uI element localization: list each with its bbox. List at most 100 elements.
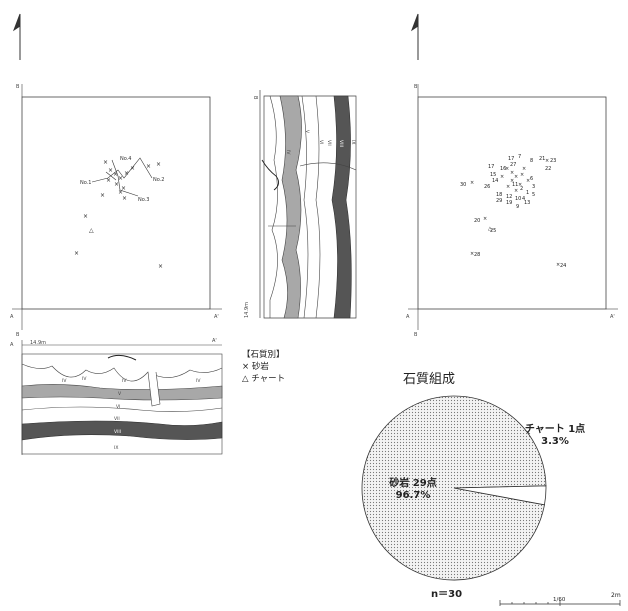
svg-text:△: △ <box>89 227 94 234</box>
legend-item-chert: △ チャート <box>242 373 285 385</box>
pie-chart <box>361 395 547 581</box>
svg-text:×: × <box>510 178 514 184</box>
svg-text:29: 29 <box>496 198 502 204</box>
pie-slice-chert <box>453 485 547 506</box>
plan-right-corner-a-prime: A' <box>610 314 615 320</box>
svg-text:VII: VII <box>114 416 120 422</box>
scale-ratio-label: 1/60 <box>553 597 566 603</box>
legend-label: チャート <box>251 374 286 384</box>
svg-text:×: × <box>518 182 522 188</box>
svg-text:19: 19 <box>506 200 512 206</box>
svg-text:8: 8 <box>530 158 533 164</box>
pie-leader-lines <box>524 429 531 435</box>
svg-text:×: × <box>103 159 108 166</box>
plan-right-corner-top: B <box>414 84 418 90</box>
svg-text:15: 15 <box>490 172 496 178</box>
svg-text:VIII: VIII <box>338 140 344 147</box>
plan-right-corner-a: A <box>406 314 410 320</box>
svg-text:×: × <box>514 188 518 194</box>
svg-text:4: 4 <box>522 196 525 202</box>
svg-text:×: × <box>121 185 126 192</box>
svg-text:11: 11 <box>512 182 518 188</box>
lithology-legend: 【石質別】 × 砂岩 △ チャート <box>242 349 285 385</box>
svg-text:13: 13 <box>524 200 530 206</box>
pie-percent-label: 96.7% <box>395 490 431 501</box>
north-arrow-left-icon <box>12 13 21 60</box>
svg-text:×: × <box>520 172 524 178</box>
svg-text:25: 25 <box>490 228 496 234</box>
plan-left-corner-a-prime: A' <box>214 314 219 320</box>
svg-text:22: 22 <box>545 166 551 172</box>
svg-text:×: × <box>108 167 113 174</box>
svg-text:×: × <box>130 165 135 172</box>
legend-label: 砂岩 <box>251 362 269 372</box>
pie-count-label: チャート 1点 <box>524 424 586 435</box>
svg-text:17: 17 <box>488 164 494 170</box>
refit-label: No.3 <box>138 197 149 203</box>
cross-icon: × <box>242 362 250 372</box>
svg-text:IV: IV <box>285 150 291 155</box>
plan-left-corner-top: B <box>16 84 20 90</box>
svg-text:×: × <box>118 189 123 196</box>
svg-text:×: × <box>470 180 474 186</box>
svg-text:×: × <box>522 166 526 172</box>
scale-end-label: 2m <box>611 592 621 599</box>
svg-text:26: 26 <box>484 184 490 190</box>
svg-text:×: × <box>118 175 123 182</box>
section-b-layer-labels: IV V VI VII VIII IX <box>285 130 356 155</box>
refit-label: No.4 <box>120 156 131 162</box>
svg-text:×: × <box>100 192 105 199</box>
section-a-end-a-prime: A' <box>212 338 217 344</box>
section-a-end-a: A <box>10 342 14 348</box>
svg-text:×: × <box>158 263 163 270</box>
svg-text:×: × <box>510 170 514 176</box>
svg-text:×: × <box>500 174 504 180</box>
svg-text:2: 2 <box>520 186 523 192</box>
svg-text:23: 23 <box>550 158 556 164</box>
svg-text:27: 27 <box>510 162 516 168</box>
svg-text:3: 3 <box>532 184 535 190</box>
section-profile-vertical <box>259 90 357 319</box>
svg-text:VIII: VIII <box>114 429 121 435</box>
plan-left-artifacts: ××× ××× ××× ××× ××△ ××× <box>74 159 163 270</box>
svg-text:14: 14 <box>492 178 498 184</box>
svg-text:×: × <box>545 158 549 164</box>
legend-title: 【石質別】 <box>242 350 285 360</box>
svg-text:VI: VI <box>116 404 120 410</box>
svg-text:IV: IV <box>62 378 67 384</box>
svg-text:9: 9 <box>516 204 519 210</box>
svg-text:12: 12 <box>506 194 512 200</box>
svg-text:1: 1 <box>526 190 529 196</box>
refit-label: No.1 <box>80 180 91 186</box>
pie-label-chert: チャート 1点 3.3% <box>510 424 600 448</box>
chart-title: 石質組成 <box>403 372 456 387</box>
legend-item-sandstone: × 砂岩 <box>242 361 285 373</box>
north-arrow-right-icon <box>410 13 419 60</box>
pie-percent-label: 3.3% <box>541 436 569 447</box>
svg-text:×: × <box>113 171 118 178</box>
triangle-icon: △ <box>242 374 249 384</box>
svg-text:7: 7 <box>518 154 521 160</box>
svg-text:IV: IV <box>196 378 201 384</box>
svg-text:×: × <box>122 195 127 202</box>
svg-text:28: 28 <box>474 252 480 258</box>
svg-text:×: × <box>156 161 161 168</box>
plan-left-corner-a: A <box>10 314 14 320</box>
section-b-elevation-label: 14.9m <box>244 302 250 318</box>
section-b-top-label: B <box>252 96 258 100</box>
pie-total-label: n＝30 <box>431 589 463 600</box>
plan-left-corner-b: B <box>16 332 20 338</box>
svg-text:17: 17 <box>508 156 514 162</box>
scale-bar <box>499 600 621 606</box>
svg-text:VII: VII <box>326 140 332 146</box>
svg-text:△: △ <box>488 226 492 232</box>
svg-text:×: × <box>514 174 518 180</box>
svg-text:VI: VI <box>318 140 324 144</box>
svg-text:20: 20 <box>474 218 480 224</box>
svg-text:×: × <box>526 178 530 184</box>
svg-text:V: V <box>304 130 310 134</box>
svg-text:IX: IX <box>114 445 118 451</box>
